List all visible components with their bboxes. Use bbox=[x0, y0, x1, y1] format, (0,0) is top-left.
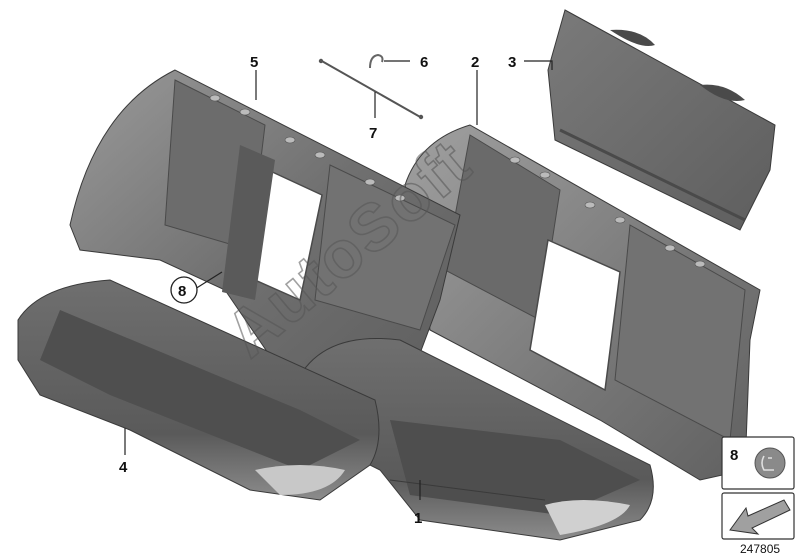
arrow-icon bbox=[729, 499, 791, 535]
callout-5: 5 bbox=[250, 54, 258, 71]
part-7-rod bbox=[318, 58, 424, 120]
part-1-right-seat-cushion bbox=[294, 337, 654, 541]
callout-2: 2 bbox=[471, 54, 479, 71]
grommet-icon bbox=[754, 447, 786, 479]
inset-part-8: 8 bbox=[721, 436, 795, 490]
leader-lines bbox=[124, 60, 553, 500]
callout-8: 8 bbox=[178, 283, 186, 300]
callout-4: 4 bbox=[119, 459, 128, 476]
part-6-clip bbox=[369, 53, 384, 69]
callout-3: 3 bbox=[508, 54, 516, 71]
part-4-left-seat-cushion bbox=[17, 279, 380, 501]
inset-callout-8: 8 bbox=[730, 447, 738, 464]
part-2-right-backrest bbox=[404, 124, 761, 481]
document-number: 247805 bbox=[740, 542, 780, 556]
callout-1: 1 bbox=[414, 510, 422, 527]
part-3-rear-panel bbox=[547, 9, 776, 231]
callout-7: 7 bbox=[369, 125, 377, 142]
part-5-left-backrest bbox=[69, 69, 461, 421]
callout-8-marker: 8 bbox=[170, 276, 198, 304]
callout-6: 6 bbox=[420, 54, 428, 71]
inset-direction bbox=[721, 492, 795, 540]
